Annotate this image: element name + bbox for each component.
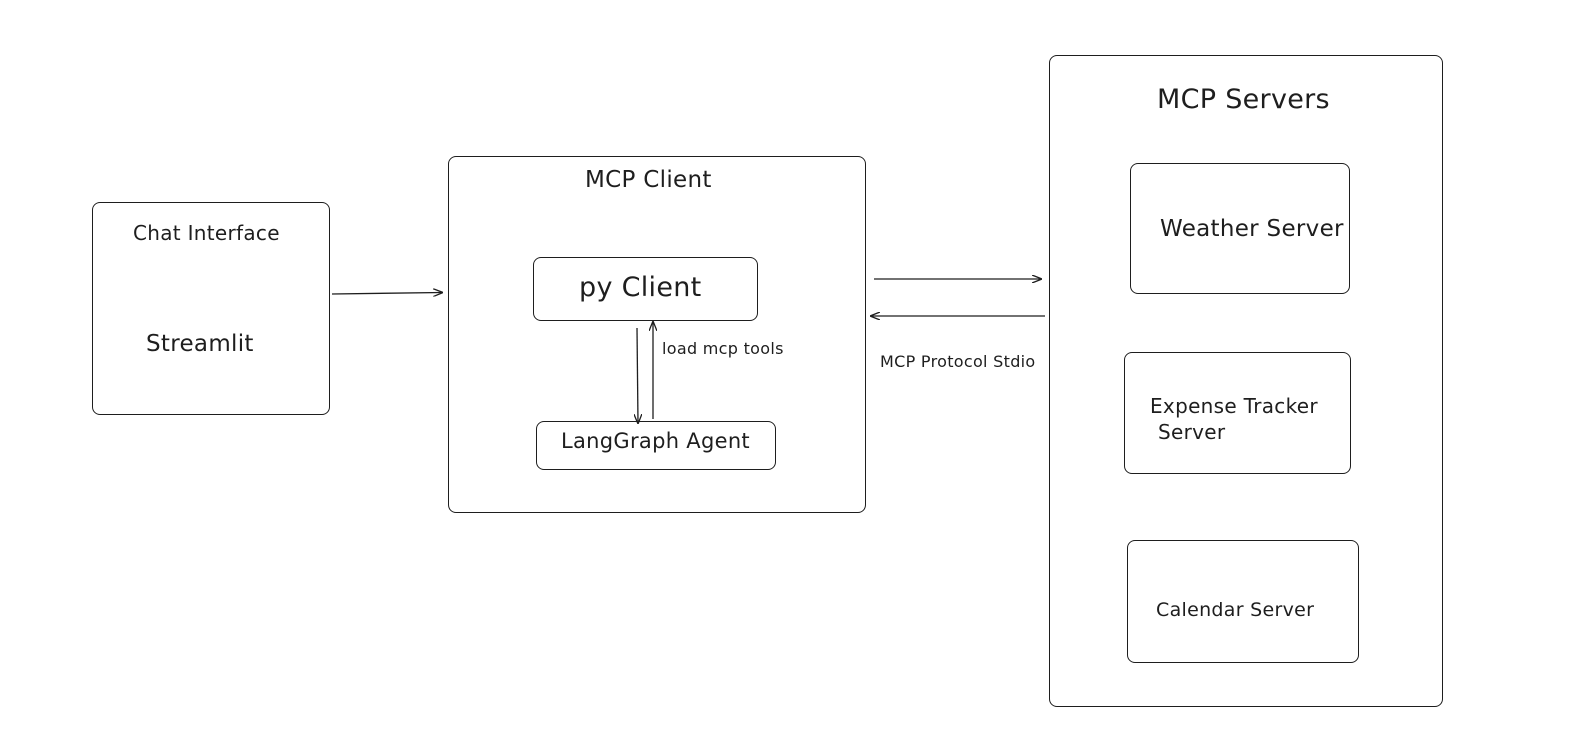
- chat-to-client-arrow: [331, 293, 442, 295]
- langgraph-agent-label: LangGraph Agent: [561, 429, 750, 453]
- py-client-label: py Client: [579, 272, 702, 303]
- expense-tracker-server-box: [1124, 352, 1351, 474]
- weather-server-label: Weather Server: [1160, 216, 1344, 242]
- load-mcp-tools-label: load mcp tools: [662, 339, 784, 358]
- streamlit-label: Streamlit: [146, 331, 254, 357]
- mcp-protocol-stdio-label: MCP Protocol Stdio: [880, 352, 1036, 371]
- expense-tracker-label-line2: Server: [1158, 420, 1226, 444]
- weather-server-box: [1130, 163, 1350, 294]
- mcp-client-box: [448, 156, 866, 513]
- mcp-servers-title: MCP Servers: [1157, 84, 1330, 115]
- expense-tracker-label-line1: Expense Tracker: [1150, 394, 1318, 418]
- calendar-server-label: Calendar Server: [1156, 599, 1315, 621]
- calendar-server-box: [1127, 540, 1359, 663]
- chat-interface-box: [92, 202, 330, 415]
- mcp-client-title: MCP Client: [585, 167, 712, 193]
- mcp-servers-box: [1049, 55, 1443, 707]
- chat-interface-title: Chat Interface: [133, 221, 280, 245]
- py-client-box: [533, 257, 758, 321]
- langgraph-agent-box: [536, 421, 776, 470]
